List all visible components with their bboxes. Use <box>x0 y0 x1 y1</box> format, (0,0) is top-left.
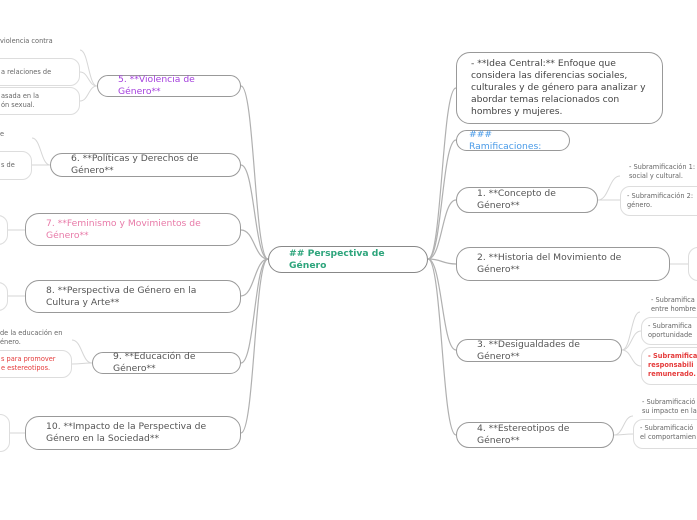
node-label: 4. **Estereotipos de Género** <box>477 423 570 446</box>
sub-text: asada en la <box>1 92 40 100</box>
node-politicas-derechos[interactable]: 6. **Políticas y Derechos de Género** <box>50 153 241 177</box>
node-label: 1. **Concepto de Género** <box>477 188 556 211</box>
sub-text: su impacto en la <box>642 407 697 415</box>
sub-text: violencia contra <box>0 37 53 45</box>
sub-text: remunerado. <box>648 370 696 378</box>
node-estereotipos[interactable]: 4. **Estereotipos de Género** <box>456 422 614 448</box>
sub-text: - Subramificació <box>640 424 694 432</box>
node-label: 3. **Desigualdades de Género** <box>477 338 580 362</box>
node-concepto-genero[interactable]: 1. **Concepto de Género** <box>456 187 598 213</box>
sub-text: e <box>0 130 5 138</box>
node-label: 8. **Perspectiva de Género en la Cultura… <box>46 284 197 308</box>
subnode[interactable]: violencia contra <box>0 37 53 46</box>
node-educacion-genero[interactable]: 9. **Educación de Género** <box>92 351 241 374</box>
connector <box>621 311 641 351</box>
connector <box>240 85 269 260</box>
connector <box>427 139 457 260</box>
sub-text: - Subramificación 1: <box>629 163 696 171</box>
connector <box>427 258 457 265</box>
subnode[interactable]: - Subramificación 1:social y cultural. <box>629 163 695 181</box>
ramificaciones-text: ### Ramificaciones: <box>469 128 542 152</box>
sub-text: oportunidade <box>648 331 693 339</box>
sub-text: responsabili <box>648 361 694 369</box>
idea-central-text: - **Idea Central:** Enfoque que consider… <box>471 58 646 117</box>
connector <box>613 433 634 436</box>
node-cultura-arte[interactable]: 8. **Perspectiva de Género en la Cultura… <box>25 280 241 313</box>
subnode[interactable]: s de <box>0 151 32 180</box>
connector <box>240 258 269 364</box>
node-impacto-sociedad[interactable]: 10. **Impacto de la Perspectiva de Géner… <box>25 416 241 450</box>
subnode[interactable] <box>0 414 10 452</box>
idea-central-node[interactable]: - **Idea Central:** Enfoque que consider… <box>456 52 663 124</box>
sub-text: s de <box>1 161 15 169</box>
sub-text: - Subramifica <box>648 352 697 360</box>
connector <box>427 258 457 351</box>
connector <box>31 137 51 166</box>
node-label: 2. **Historia del Movimiento de Género** <box>477 252 622 275</box>
connector <box>427 258 457 436</box>
connector <box>613 415 634 436</box>
sub-text: - Subramificació <box>642 398 696 406</box>
connector <box>79 71 98 87</box>
sub-text: a relaciones de <box>1 67 52 76</box>
subnode[interactable]: a relaciones de <box>0 58 80 86</box>
central-topic[interactable]: ## Perspectiva de Género <box>268 246 428 273</box>
connector <box>427 87 457 260</box>
subnode[interactable]: - Subramificación 2:género. <box>620 186 697 216</box>
node-label: 10. **Impacto de la Perspectiva de Géner… <box>46 421 207 444</box>
sub-text: ón sexual. <box>1 101 35 109</box>
connector <box>71 339 93 364</box>
ramificaciones-node[interactable]: ### Ramificaciones: <box>456 128 570 152</box>
sub-text: de la educación en <box>0 329 63 337</box>
connector <box>71 362 93 365</box>
subnode[interactable] <box>688 247 697 281</box>
sub-text: énero. <box>0 338 21 346</box>
node-label: 7. **Feminismo y Movimientos de Género** <box>46 217 201 241</box>
connector <box>597 175 621 201</box>
sub-text: - Subramificación 2: <box>627 192 694 200</box>
connector <box>240 164 269 260</box>
connector <box>79 49 98 87</box>
central-topic-label: ## Perspectiva de Género <box>289 247 385 271</box>
connector <box>240 229 269 260</box>
connector <box>427 199 457 260</box>
node-desigualdades[interactable]: 3. **Desigualdades de Género** <box>456 339 622 362</box>
node-violencia-genero[interactable]: 5. **Violencia de Género** <box>97 74 241 97</box>
connector <box>621 349 642 367</box>
node-label: 5. **Violencia de Género** <box>118 74 195 97</box>
connector <box>79 85 98 102</box>
sub-text: e estereotipos. <box>1 364 51 372</box>
sub-text: género. <box>627 201 653 209</box>
connector <box>621 330 642 351</box>
connector <box>240 258 269 434</box>
subnode[interactable]: e <box>0 130 4 139</box>
sub-text: - Subramifica <box>648 322 692 330</box>
sub-text: social y cultural. <box>629 172 683 180</box>
node-label: 6. **Políticas y Derechos de Género** <box>71 153 199 176</box>
sub-text: s para promover <box>1 355 56 363</box>
sub-text: entre hombre <box>651 305 696 313</box>
sub-text: el comportamien <box>640 433 697 441</box>
node-label: 9. **Educación de Género** <box>113 351 196 374</box>
node-feminismo[interactable]: 7. **Feminismo y Movimientos de Género** <box>25 213 241 246</box>
node-historia-movimiento[interactable]: 2. **Historia del Movimiento de Género** <box>456 247 670 281</box>
sub-text: - Subramifica <box>651 296 695 304</box>
